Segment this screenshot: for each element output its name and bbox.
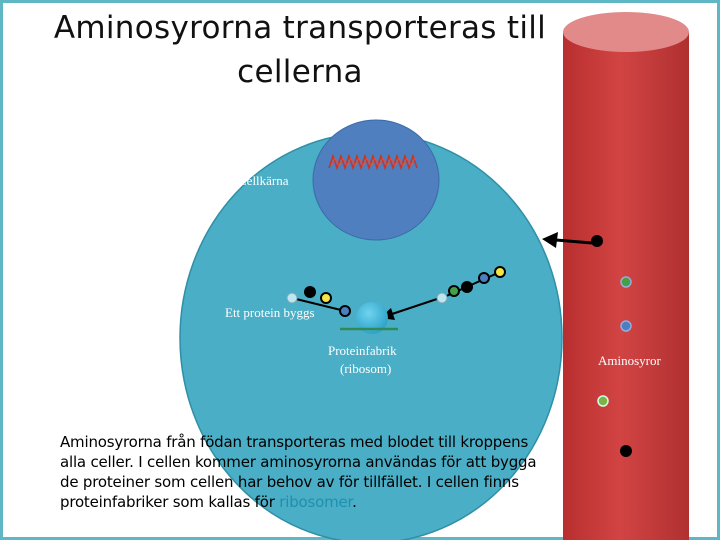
amino-acid-blue bbox=[478, 272, 490, 284]
blood-amino-acids bbox=[591, 235, 632, 457]
amino-acid-black bbox=[620, 445, 632, 457]
amino-acid-blue bbox=[620, 320, 632, 332]
nucleus-label: Cellkärna bbox=[238, 173, 289, 188]
ribosome-label-line-1: Proteinfabrik bbox=[328, 343, 397, 358]
amino-acid-light-blue bbox=[286, 292, 298, 304]
amino-acid-yellow bbox=[494, 266, 506, 278]
description-highlight: ribosomer bbox=[279, 493, 353, 511]
incoming-amino-acids bbox=[436, 266, 506, 304]
description-text: Aminosyrorna från födan transporteras me… bbox=[60, 432, 540, 512]
amino-acid-yellow bbox=[320, 292, 332, 304]
amino-acid-black bbox=[461, 281, 473, 293]
protein-label: Ett protein byggs bbox=[225, 305, 315, 320]
protein-chain bbox=[286, 286, 351, 317]
amino-acid-green bbox=[620, 276, 632, 288]
amino-acids-label: Aminosyror bbox=[598, 353, 661, 368]
cell-nucleus bbox=[312, 119, 440, 241]
amino-acid-blue bbox=[339, 305, 351, 317]
arrow-left-icon bbox=[542, 232, 593, 248]
description-end: . bbox=[352, 493, 357, 511]
amino-acid-black bbox=[304, 286, 316, 298]
amino-acid-green bbox=[448, 285, 460, 297]
slide-title: Aminosyrorna transporteras till cellerna bbox=[20, 6, 580, 94]
amino-acid-black bbox=[591, 235, 603, 247]
ribosome bbox=[340, 302, 398, 334]
blood-vessel bbox=[563, 12, 689, 540]
title-line-2: cellerna bbox=[237, 54, 363, 90]
amino-acid-light-green bbox=[597, 395, 609, 407]
title-line-1: Aminosyrorna transporteras till bbox=[53, 10, 547, 46]
description-body: Aminosyrorna från födan transporteras me… bbox=[60, 433, 537, 511]
ribosome-label-line-2: (ribosom) bbox=[340, 361, 392, 376]
dna-strand-shadow bbox=[330, 156, 416, 168]
amino-acid-light-blue bbox=[436, 292, 448, 304]
